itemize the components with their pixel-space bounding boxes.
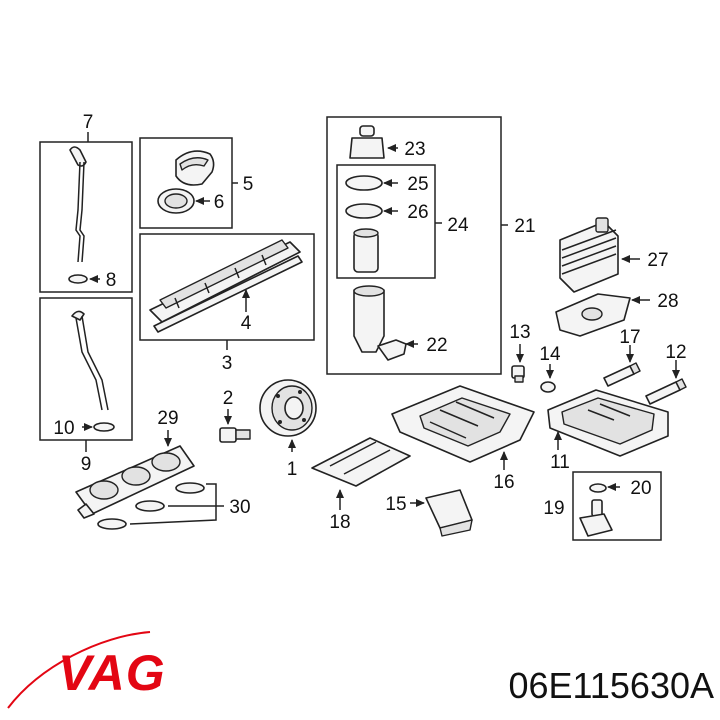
part-number: 06E115630A	[508, 665, 714, 706]
intake-manifold-part	[75, 445, 195, 519]
callout-29: 29	[157, 408, 178, 429]
logo-swoosh	[7, 631, 151, 709]
group-box-dipstick	[39, 141, 133, 293]
callout-23: 23	[404, 139, 425, 160]
dipstick-tube-part	[71, 310, 115, 432]
baffle-part	[149, 239, 303, 333]
oil-cooler-part	[559, 217, 619, 293]
washer-part	[540, 381, 556, 393]
dipstick-part	[68, 146, 88, 284]
cooler-gasket-part	[555, 293, 631, 337]
callout-22: 22	[426, 335, 447, 356]
filter-cap-part	[349, 125, 385, 159]
o-ring-26	[345, 203, 383, 219]
callout-18: 18	[329, 512, 350, 533]
pulley-part	[259, 379, 317, 437]
callout-26: 26	[407, 202, 428, 223]
callout-11: 11	[550, 452, 570, 473]
callout-20: 20	[630, 478, 651, 499]
sealant-12-part	[645, 378, 687, 405]
bracket-part	[425, 489, 473, 537]
callout-27: 27	[647, 250, 668, 271]
filler-cap-part	[157, 150, 215, 214]
group-box-level-sensor	[572, 471, 662, 541]
bolt-part	[219, 427, 251, 443]
callout-12: 12	[665, 342, 686, 363]
callout-28: 28	[657, 291, 678, 312]
callout-1: 1	[287, 459, 298, 480]
callout-8: 8	[106, 270, 117, 291]
manifold-gaskets-part	[97, 482, 205, 530]
callout-3: 3	[222, 353, 233, 374]
upper-oil-pan-part	[391, 385, 535, 463]
drain-plug-part	[511, 365, 525, 383]
callout-labels: 1 2 3 4 5 6 7 8 9 10 11 12 13 14 15 16 1…	[53, 112, 686, 533]
sealant-17-part	[603, 362, 641, 387]
lower-baffle-part	[311, 437, 411, 487]
callout-15: 15	[385, 494, 406, 515]
callout-10: 10	[53, 418, 74, 439]
callout-30: 30	[229, 497, 250, 518]
filter-element-part	[353, 228, 379, 273]
callout-5: 5	[243, 174, 254, 195]
lower-oil-pan-part	[547, 389, 669, 457]
callout-7: 7	[83, 112, 94, 133]
callout-13: 13	[509, 322, 530, 343]
oil-level-sensor-part	[579, 483, 613, 537]
callout-24: 24	[447, 215, 469, 236]
callout-14: 14	[539, 344, 561, 365]
logo-text: VAG	[58, 645, 166, 701]
callout-9: 9	[81, 454, 92, 475]
callout-19: 19	[543, 498, 564, 519]
filter-housing-part	[353, 285, 407, 361]
vag-logo: VAG	[7, 631, 166, 709]
callout-6: 6	[214, 192, 225, 213]
callout-21: 21	[514, 216, 535, 237]
callout-25: 25	[407, 174, 428, 195]
callout-16: 16	[493, 472, 514, 493]
o-ring-25	[345, 175, 383, 191]
callout-2: 2	[223, 388, 234, 409]
group-box-filter-element	[336, 164, 436, 279]
group-box-filter-housing	[326, 116, 502, 375]
callout-4: 4	[241, 313, 252, 334]
callout-17: 17	[619, 327, 640, 348]
